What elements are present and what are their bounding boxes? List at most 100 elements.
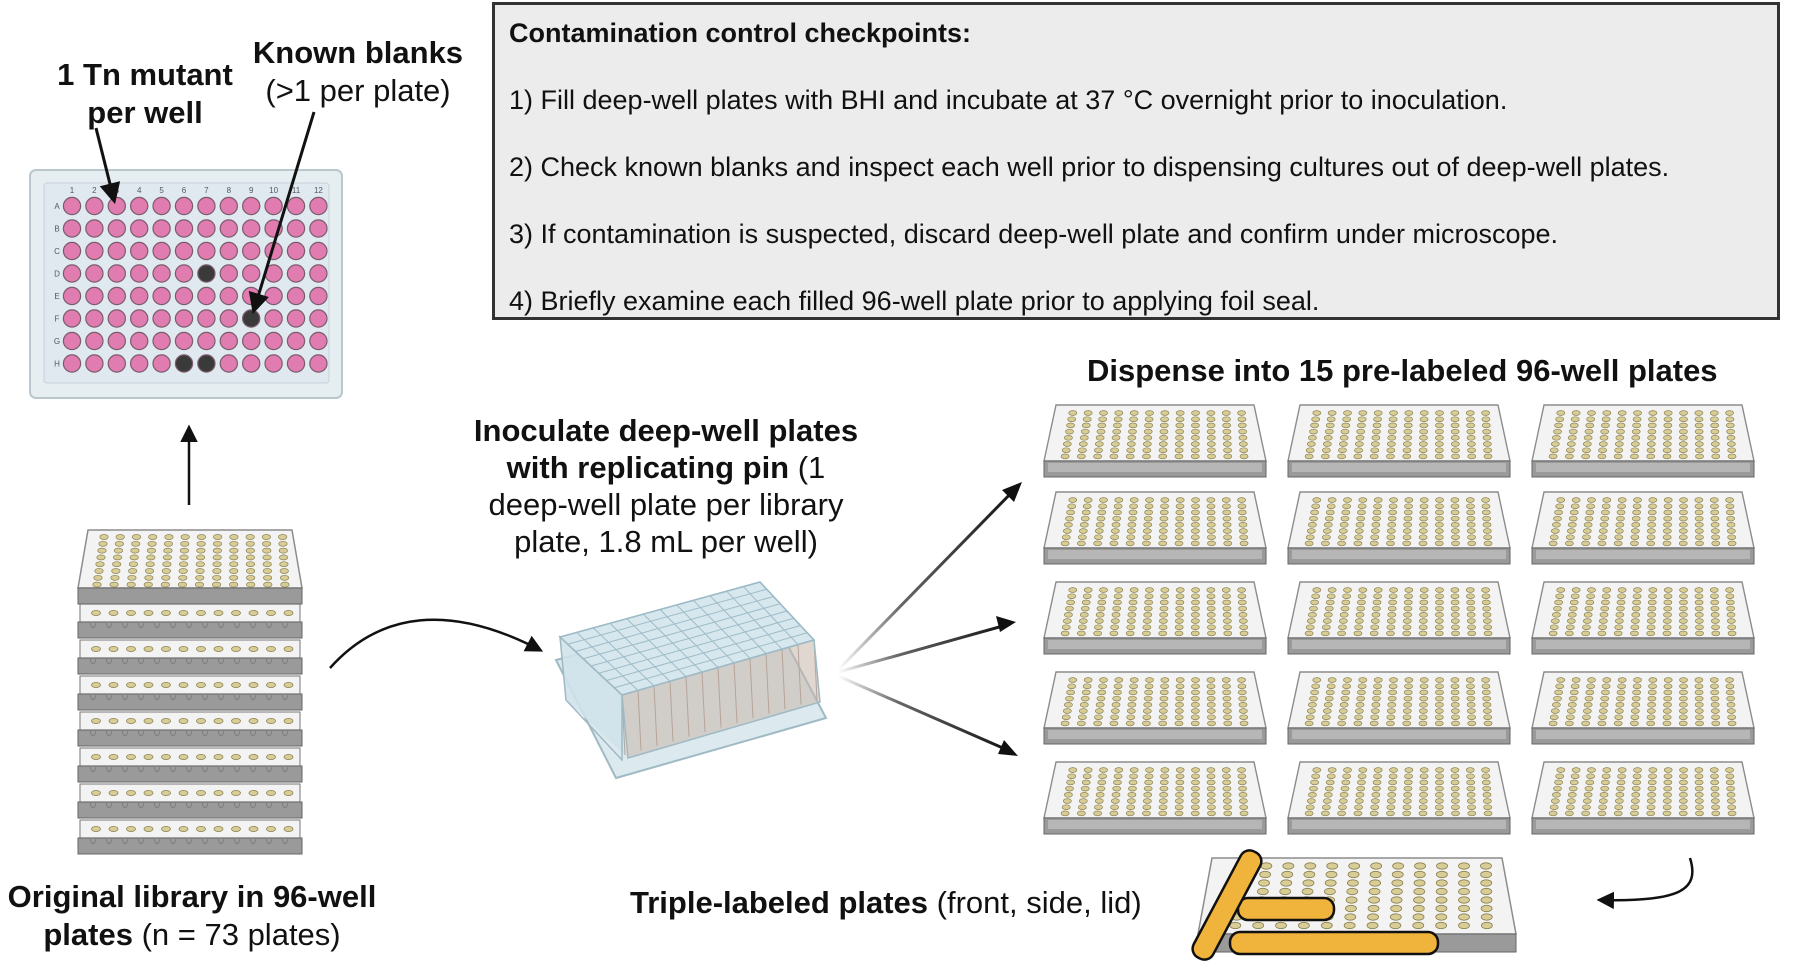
lid-label — [1236, 896, 1336, 922]
blanks-label-line1: Known blanks — [252, 35, 464, 70]
stacked-plate — [77, 783, 303, 819]
dispense-plate — [1287, 404, 1511, 478]
dispense-arrow-bottom — [837, 674, 1013, 754]
mutant-well — [241, 196, 261, 216]
checkpoint-item-3: 3) If contamination is suspected, discar… — [509, 219, 1559, 249]
mutant-well — [219, 241, 238, 261]
stacked-plate — [77, 675, 303, 711]
mutant-label-line1: 1 Tn mutant — [57, 57, 233, 92]
triple-label-normal: (front, side, lid) — [928, 885, 1142, 920]
mutant-well — [286, 354, 306, 373]
mutant-well — [286, 241, 306, 261]
mutant-well — [85, 354, 104, 373]
mutant-well — [309, 354, 328, 373]
mutant-well — [152, 309, 171, 328]
column-label: 7 — [204, 186, 209, 195]
mutant-well — [152, 196, 171, 216]
mutant-well — [309, 219, 328, 238]
checkpoint-item-1: 1) Fill deep-well plates with BHI and in… — [509, 85, 1508, 115]
mutant-well — [129, 331, 149, 351]
mutant-well — [85, 286, 104, 306]
mutant-well — [219, 264, 238, 283]
dispense-plate — [1531, 761, 1755, 835]
row-label: H — [54, 360, 60, 369]
dispense-plate — [1043, 761, 1267, 835]
dispense-arrow-middle — [837, 622, 1011, 674]
mutant-well — [219, 331, 238, 351]
blanks-label: Known blanks (>1 per plate) — [238, 34, 478, 110]
mutant-well — [219, 196, 238, 216]
dispense-plate — [1287, 671, 1511, 745]
mutant-well — [197, 219, 216, 238]
mutant-well — [309, 264, 328, 283]
inoculate-line1: Inoculate deep-well plates — [473, 413, 859, 448]
mutant-well — [309, 309, 328, 328]
mutant-well — [309, 331, 328, 351]
mutant-well — [241, 264, 261, 283]
mutant-well — [197, 286, 216, 306]
row-label: E — [54, 292, 59, 301]
mutant-well — [286, 196, 306, 216]
mutant-well — [152, 286, 171, 306]
dispense-plate — [1043, 404, 1267, 478]
deep-well-plate — [554, 581, 828, 780]
mutant-well — [129, 241, 149, 261]
mutant-well — [152, 219, 171, 238]
mutant-well — [197, 309, 216, 328]
library-plate-stack — [77, 529, 303, 855]
mutant-well — [62, 264, 82, 283]
mutant-well — [107, 309, 127, 328]
dispense-plate — [1531, 671, 1755, 745]
dispense-plate — [1043, 581, 1267, 655]
row-label: D — [54, 270, 60, 279]
mutant-well — [107, 241, 127, 261]
stacked-plate — [77, 819, 303, 855]
curved-arrow-to-deepwell — [329, 618, 544, 669]
mutant-well — [241, 331, 261, 351]
stacked-plate — [77, 639, 303, 675]
mutant-well — [85, 264, 104, 283]
mutant-well — [219, 286, 238, 306]
dispense-plate — [1043, 491, 1267, 565]
mutant-well — [174, 286, 194, 306]
dispense-plate — [1287, 581, 1511, 655]
dispense-title: Dispense into 15 pre-labeled 96-well pla… — [1087, 353, 1718, 388]
row-label: A — [54, 202, 60, 211]
mutant-well — [286, 331, 306, 351]
column-label: 5 — [159, 186, 164, 195]
column-label: 12 — [314, 186, 323, 195]
dispense-plate — [1531, 491, 1755, 565]
column-label: 4 — [137, 186, 142, 195]
mutant-well — [62, 196, 82, 216]
mutant-well — [107, 354, 127, 373]
library-caption: Original library in 96-well plates (n = … — [0, 878, 384, 954]
blank-well — [241, 309, 261, 328]
mutant-well — [264, 196, 283, 216]
mutant-well — [152, 241, 171, 261]
mutant-well — [129, 264, 149, 283]
mutant-well — [129, 309, 149, 328]
inoculate-caption: Inoculate deep-well plates with replicat… — [456, 412, 876, 560]
dispense-plate — [1287, 761, 1511, 835]
mutant-label-line2: per well — [87, 95, 203, 130]
mutant-well — [174, 264, 194, 283]
library-caption-bold: plates — [43, 917, 133, 952]
mutant-well — [219, 309, 238, 328]
row-label: B — [54, 225, 59, 234]
front-label — [1228, 930, 1440, 956]
column-label: 11 — [292, 186, 301, 195]
mutant-well — [107, 196, 127, 216]
mutant-well — [197, 241, 216, 261]
mutant-well — [286, 309, 306, 328]
library-caption-count: (n = 73 plates) — [132, 917, 341, 952]
blanks-pointer-arrow — [248, 111, 316, 315]
mutant-well — [241, 219, 261, 238]
mutant-well — [241, 354, 261, 373]
mutant-well — [264, 309, 283, 328]
blank-well — [197, 264, 216, 283]
mutant-well — [85, 219, 104, 238]
row-label: F — [55, 315, 60, 324]
library-caption-line1: Original library in 96-well — [7, 879, 377, 914]
blank-well — [174, 354, 194, 373]
